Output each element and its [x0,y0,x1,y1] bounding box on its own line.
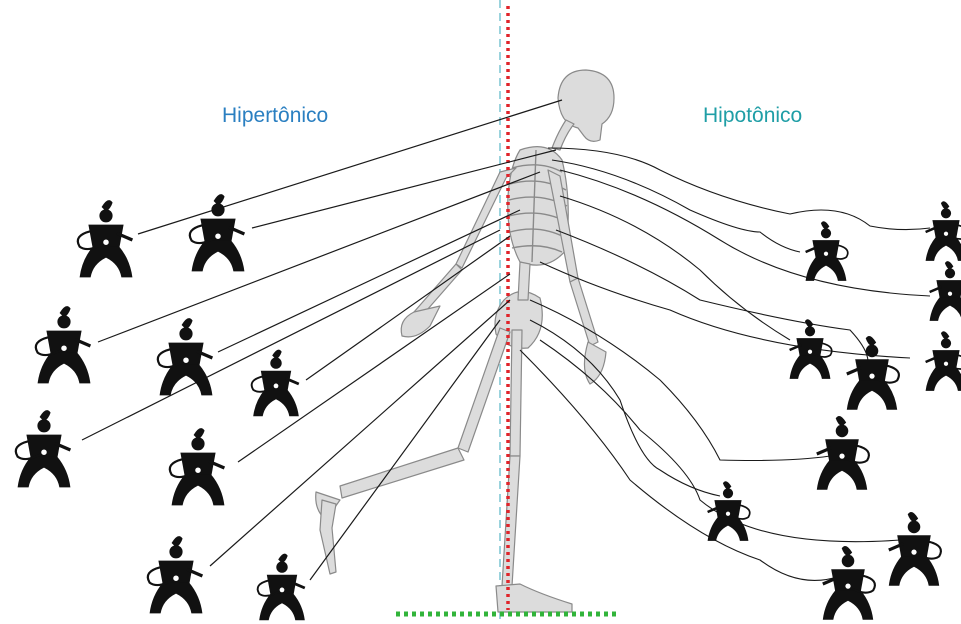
tug-of-war-figure-icon [148,536,203,613]
tug-of-war-figure-icon [158,318,213,395]
left-pullers [16,194,305,620]
tug-of-war-figure-icon [16,410,71,487]
tug-of-war-figure-icon [36,306,91,383]
tug-of-war-figure-icon [817,416,869,490]
tug-of-war-figure-icon [170,428,225,505]
tug-of-war-figure-icon [930,261,961,321]
tug-of-war-figure-icon [790,319,832,379]
hypotonic-label: Hipotônico [703,104,802,128]
tug-of-war-figure-icon [926,201,961,261]
tug-of-war-figure-icon [252,350,299,417]
tug-of-war-figure-icon [708,481,750,541]
tug-of-war-figure-icon [926,331,961,391]
tug-of-war-figure-icon [847,336,899,410]
tug-of-war-figure-icon [823,546,875,620]
tug-of-war-figure-icon [78,200,133,277]
tug-of-war-figure-icon [806,221,848,281]
tug-of-war-figure-icon [258,554,305,621]
hypertonic-label: Hipertônico [222,104,328,128]
right-pullers [708,201,961,620]
tug-of-war-figure-icon [190,194,245,271]
tug-of-war-figure-icon [889,512,941,586]
